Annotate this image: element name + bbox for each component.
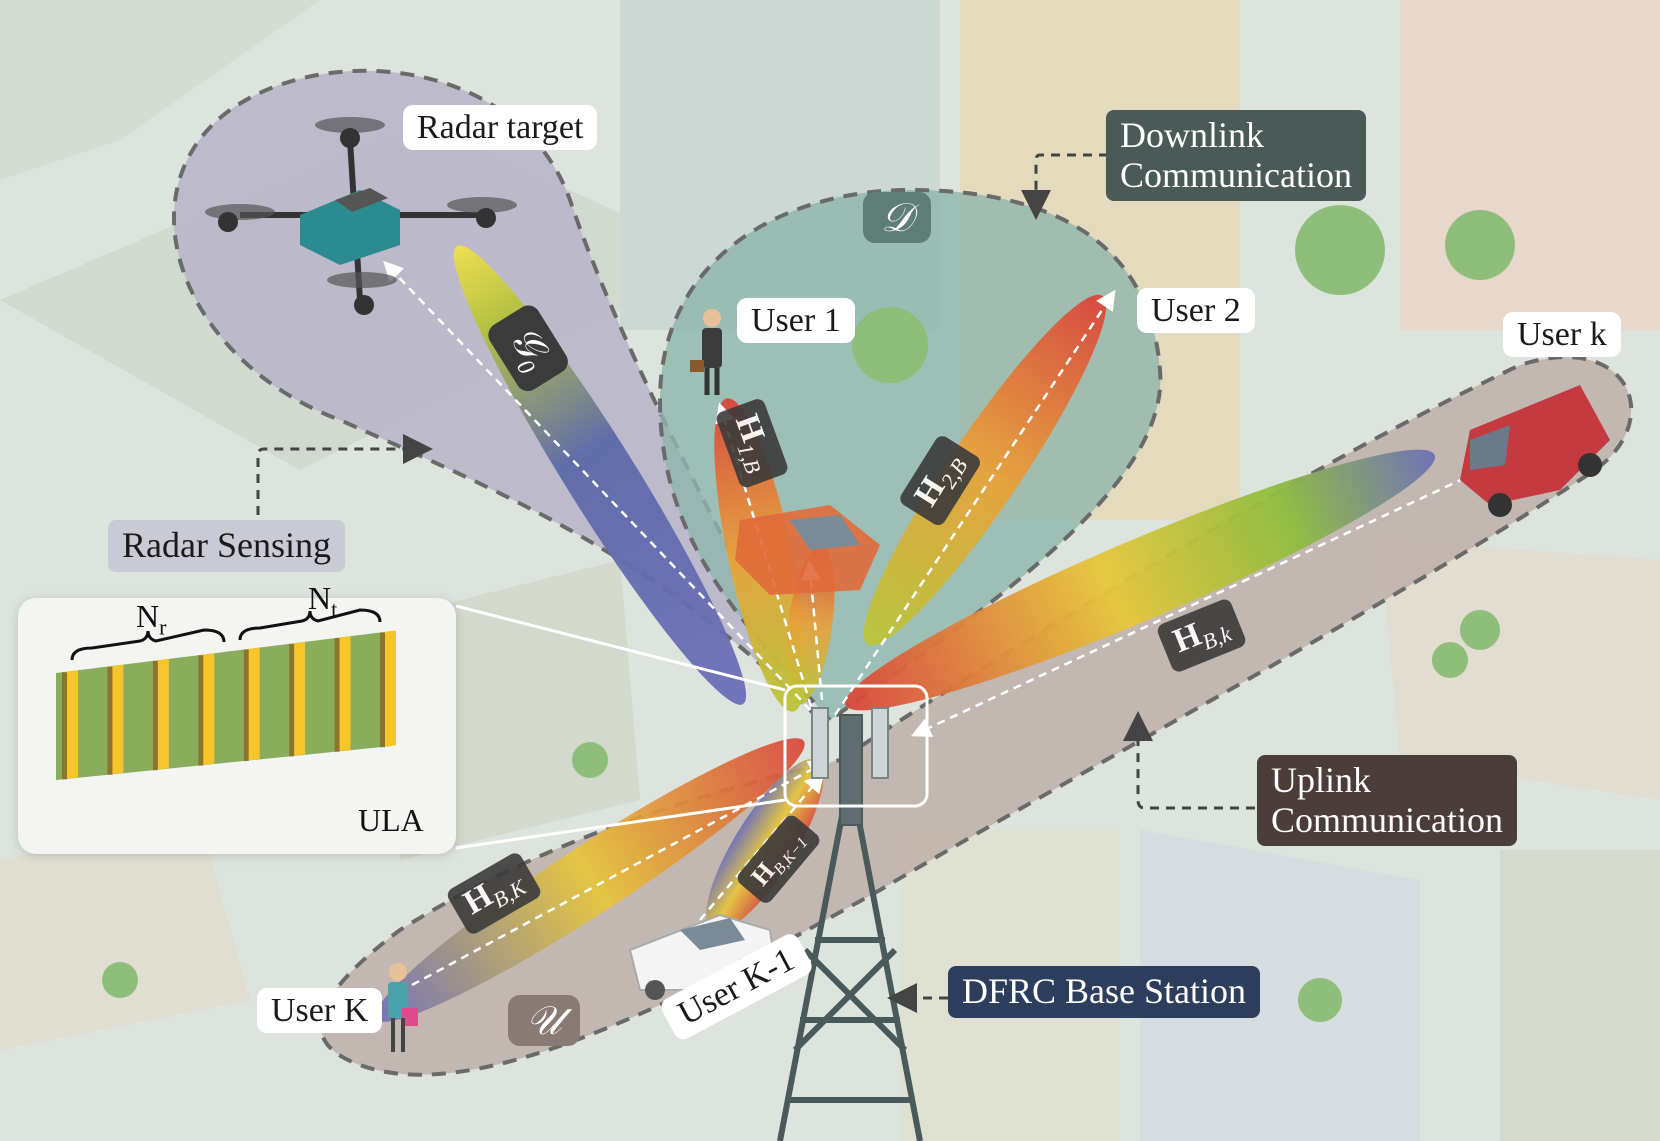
- antenna-element-shadow: [62, 672, 67, 780]
- region-U-symbol: 𝒰: [508, 995, 580, 1046]
- antenna-element-shadow: [107, 666, 113, 775]
- user-K-figure: [388, 963, 418, 1052]
- nr-label: Nr: [136, 598, 167, 640]
- radar-target-label: Radar target: [403, 105, 598, 151]
- zoom-line-top: [455, 604, 786, 692]
- uplink-pointer: [1123, 711, 1255, 810]
- antenna-element-shadow: [198, 655, 204, 766]
- region-D-symbol: 𝒟: [863, 192, 931, 243]
- trees: [102, 205, 1515, 1022]
- nr-brace: [70, 628, 226, 661]
- van-user-k: [1460, 385, 1610, 517]
- downlink-pointer: [1021, 153, 1108, 220]
- ula-label: ULA: [358, 802, 424, 838]
- dfrc-base-station-tag: DFRC Base Station: [948, 966, 1261, 1018]
- uplink-beam-userK: [375, 738, 805, 1022]
- drone-icon: [205, 117, 517, 315]
- antenna-element-shadow: [152, 660, 158, 771]
- ula-zoom-panel: Nr Nt ULA: [18, 580, 456, 854]
- user-1-figure: [690, 309, 722, 395]
- user-k-label: User k: [1503, 312, 1621, 358]
- radar-sensing-pointer: [256, 434, 433, 515]
- ula-backplane: [56, 631, 392, 780]
- user-1-label: User 1: [737, 298, 855, 344]
- nt-label: Nt: [308, 580, 338, 622]
- user-2-label: User 2: [1137, 288, 1255, 334]
- downlink-communication-tag: Downlink Communication: [1106, 110, 1366, 202]
- car-orange: [735, 505, 880, 595]
- uplink-communication-tag: Uplink Communication: [1257, 755, 1517, 847]
- downlink-beam-user2: [863, 294, 1107, 646]
- ula-array-drawing: [56, 608, 396, 780]
- antenna-element-shadow: [243, 649, 249, 762]
- nt-brace: [238, 608, 382, 641]
- antenna-element-shadow: [380, 632, 385, 748]
- user-K-label: User K: [257, 988, 383, 1034]
- antenna-element-shadow: [289, 643, 295, 757]
- dfrc-tower: [777, 707, 923, 1141]
- radar-sensing-tag: Radar Sensing: [108, 520, 345, 572]
- antenna-element-shadow: [334, 638, 340, 752]
- uplink-beam-userk: [845, 449, 1435, 711]
- bs-array-highlight: [783, 684, 929, 808]
- zoom-line-bottom: [455, 798, 786, 850]
